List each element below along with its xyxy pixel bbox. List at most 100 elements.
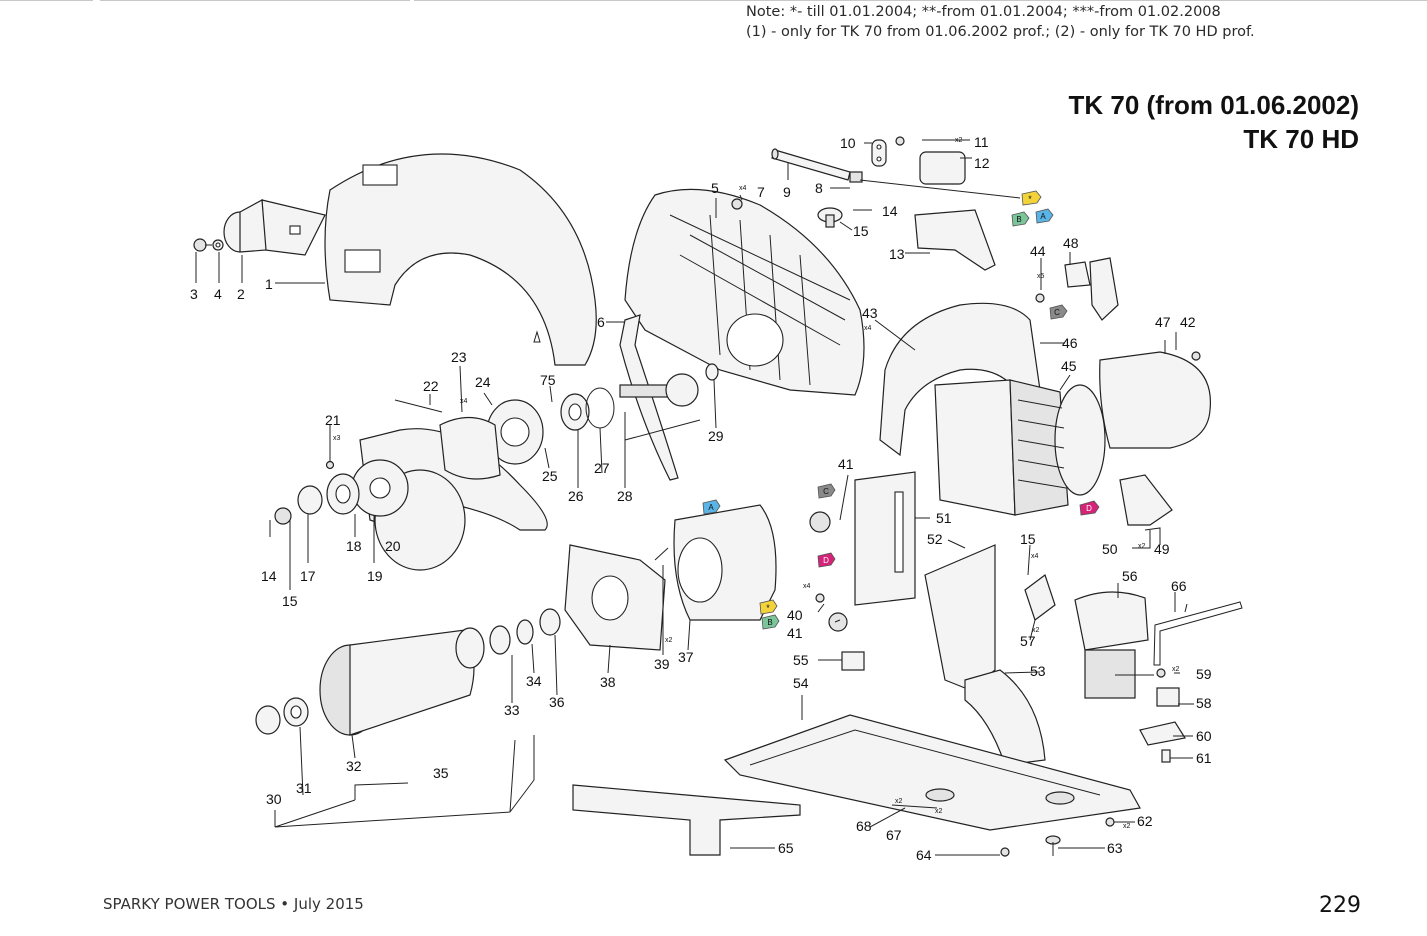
part-54-base-plate [723, 714, 1141, 831]
tag-d-magenta-top: D [1079, 500, 1100, 516]
qty-68: x2 [895, 798, 903, 805]
label-17: 17 [300, 568, 316, 584]
qty-67: x2 [935, 808, 943, 815]
model-title-line-1: TK 70 (from 01.06.2002) [1068, 90, 1359, 120]
qty-11: x2 [955, 137, 963, 144]
label-59: 59 [1196, 666, 1212, 682]
tag-c-gray-top: C [1049, 304, 1068, 320]
part-44-screw [1035, 293, 1045, 303]
part-25-gear-cover [439, 416, 501, 480]
qty-59: x2 [1172, 666, 1180, 673]
tag-b-top-label: B [1016, 215, 1021, 224]
part-63-screw [1045, 835, 1061, 856]
label-32: 32 [346, 758, 362, 774]
label-26: 26 [568, 488, 584, 504]
qty-44: x5 [1037, 273, 1045, 280]
label-65: 65 [778, 840, 794, 856]
label-28: 28 [617, 488, 633, 504]
tag-c-top-label: C [1054, 308, 1060, 317]
qty-43: x4 [864, 325, 872, 332]
label-64: 64 [916, 847, 932, 863]
part-62-screw [1105, 817, 1115, 827]
label-56: 56 [1122, 568, 1138, 584]
part-9-rod [771, 148, 851, 181]
label-61: 61 [1196, 750, 1212, 766]
part-11-screw [895, 136, 905, 146]
part-12-switch-cover [859, 151, 1021, 199]
part-7-screw [731, 198, 743, 210]
part-29-bushing [705, 363, 719, 381]
tag-d-top-label: D [1086, 504, 1092, 513]
label-55: 55 [793, 652, 809, 668]
tag-a-blue-top: A [1035, 208, 1054, 224]
part-52-angle-bracket [924, 544, 996, 691]
leader-lines [195, 139, 1194, 856]
label-20: 20 [385, 538, 401, 554]
part-61-pin [1161, 749, 1171, 763]
label-48: 48 [1063, 235, 1079, 251]
part-10-clip [871, 139, 887, 167]
label-38: 38 [600, 674, 616, 690]
part-24-bearing-plate [486, 399, 544, 465]
label-27: 27 [594, 460, 610, 476]
part-38-baffle [564, 544, 666, 651]
part-18-washer [326, 473, 360, 515]
qty-23: x4 [460, 398, 468, 405]
label-10: 10 [840, 135, 856, 151]
qty-7: x4 [739, 185, 747, 192]
label-46: 46 [1062, 335, 1078, 351]
part-5-gearbox-housing [624, 188, 865, 396]
part-41-screw [809, 511, 831, 533]
label-3: 3 [190, 286, 198, 302]
label-43: 43 [862, 305, 878, 321]
part-48-clip [1064, 257, 1119, 321]
label-21: 21 [325, 412, 341, 428]
label-54: 54 [793, 675, 809, 691]
note-line-2: (1) - only for TK 70 from 01.06.2002 pro… [746, 24, 1255, 40]
model-title: TK 70 (from 01.06.2002) TK 70 HD [1069, 88, 1359, 156]
footer-brand: SPARKY POWER TOOLS • July 2015 [103, 895, 364, 913]
label-14: 14 [261, 568, 277, 584]
label-49: 49 [1154, 541, 1170, 557]
label-15: 15 [282, 593, 298, 609]
label-37: 37 [678, 649, 694, 665]
part-31-bearing [283, 697, 309, 727]
part-4-washer [212, 239, 224, 251]
part-17-flange [297, 485, 323, 515]
note-line-1: Note: *- till 01.01.2004; **-from 01.01.… [746, 4, 1221, 20]
label-15-top: 15 [853, 223, 869, 239]
label-44: 44 [1030, 243, 1046, 259]
tag-c-stator-label: C [823, 487, 829, 496]
label-15-right: 15 [1020, 531, 1036, 547]
part-58-knob [1156, 687, 1180, 707]
label-62: 62 [1137, 813, 1153, 829]
tag-d-magenta-stator: D [817, 552, 836, 568]
header-rule-left [0, 0, 93, 1]
part-42-screw [1191, 351, 1201, 361]
part-26-bearing [560, 393, 590, 431]
part-36-bearing [539, 608, 561, 636]
part-27-circlip [585, 387, 615, 429]
part-22-spring [394, 399, 443, 413]
label-5: 5 [711, 180, 719, 196]
part-47-end-cap [1099, 351, 1211, 449]
label-60: 60 [1196, 728, 1212, 744]
note-block: Note: *- till 01.01.2004; **-from 01.01.… [746, 2, 1255, 42]
part-45-motor-housing [934, 379, 1106, 516]
qty-39: x2 [665, 637, 673, 644]
part-32-armature [319, 627, 485, 736]
part-41b-screw [828, 612, 848, 632]
part-57-knob [1024, 574, 1056, 621]
label-39: 39 [654, 656, 670, 672]
part-34-washer [516, 619, 534, 645]
part-39-screw [654, 547, 669, 561]
label-53: 53 [1030, 663, 1046, 679]
quantity-markers: x2 x4 x3 x4 x4 x5 x2 x4 x4 x2 x2 x2 x2 x… [333, 137, 1180, 830]
part-33-washer [489, 625, 511, 655]
label-63: 63 [1107, 840, 1123, 856]
part-28-spindle-gear [619, 373, 699, 407]
model-title-line-2: TK 70 HD [1243, 124, 1359, 154]
header-rule-mid [100, 0, 410, 1]
label-34: 34 [526, 673, 542, 689]
